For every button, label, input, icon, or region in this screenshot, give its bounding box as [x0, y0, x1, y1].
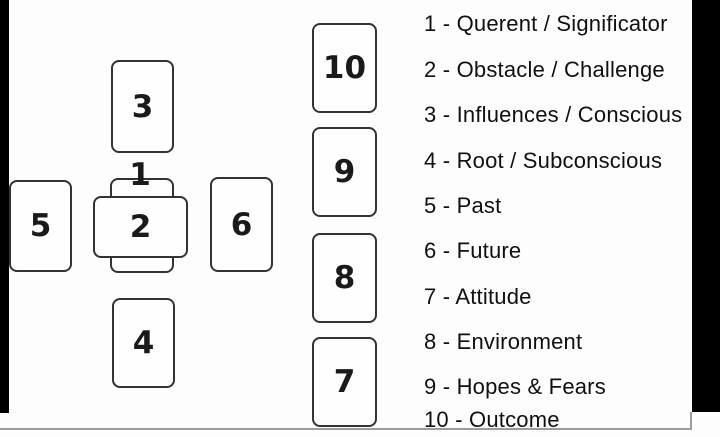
spread-card-position-10: 10	[312, 23, 377, 113]
spread-card-position-5: 5	[9, 180, 72, 272]
legend-item: 9 - Hopes & Fears	[424, 374, 606, 399]
spread-card-position-2: 2	[93, 196, 188, 258]
card-number: 10	[322, 50, 367, 86]
legend-item: 7 - Attitude	[424, 284, 532, 309]
legend-item: 3 - Influences / Conscious	[424, 102, 683, 127]
legend-item: 4 - Root / Subconscious	[424, 148, 663, 173]
legend-item: 8 - Environment	[424, 329, 583, 354]
card-number: 4	[132, 325, 155, 361]
card-number: 7	[333, 364, 356, 400]
legend-item: 2 - Obstacle / Challenge	[424, 57, 665, 82]
card-number: 6	[230, 206, 253, 243]
spread-card-position-3: 3	[111, 60, 174, 153]
spread-card-position-9: 9	[312, 127, 377, 217]
card-number: 8	[333, 260, 356, 296]
spread-card-position-7: 7	[312, 337, 377, 427]
frame-bottom-line	[0, 428, 692, 430]
spread-card-position-8: 8	[312, 233, 377, 323]
card-number: 1	[129, 157, 151, 193]
legend-item: 1 - Querent / Significator	[424, 11, 668, 36]
legend-item: 5 - Past	[424, 193, 502, 218]
letterbox-bar-right	[692, 0, 720, 412]
card-number: 9	[333, 154, 356, 190]
legend-item: 10 - Outcome	[424, 407, 560, 432]
spread-card-position-4: 4	[112, 298, 175, 388]
card-number: 3	[131, 88, 154, 125]
legend-item: 6 - Future	[424, 238, 522, 263]
card-number: 5	[29, 208, 52, 244]
frame-right-line	[690, 412, 692, 430]
card-number: 2	[129, 209, 152, 245]
letterbox-bar-left	[0, 0, 9, 413]
spread-card-position-6: 6	[210, 177, 273, 272]
